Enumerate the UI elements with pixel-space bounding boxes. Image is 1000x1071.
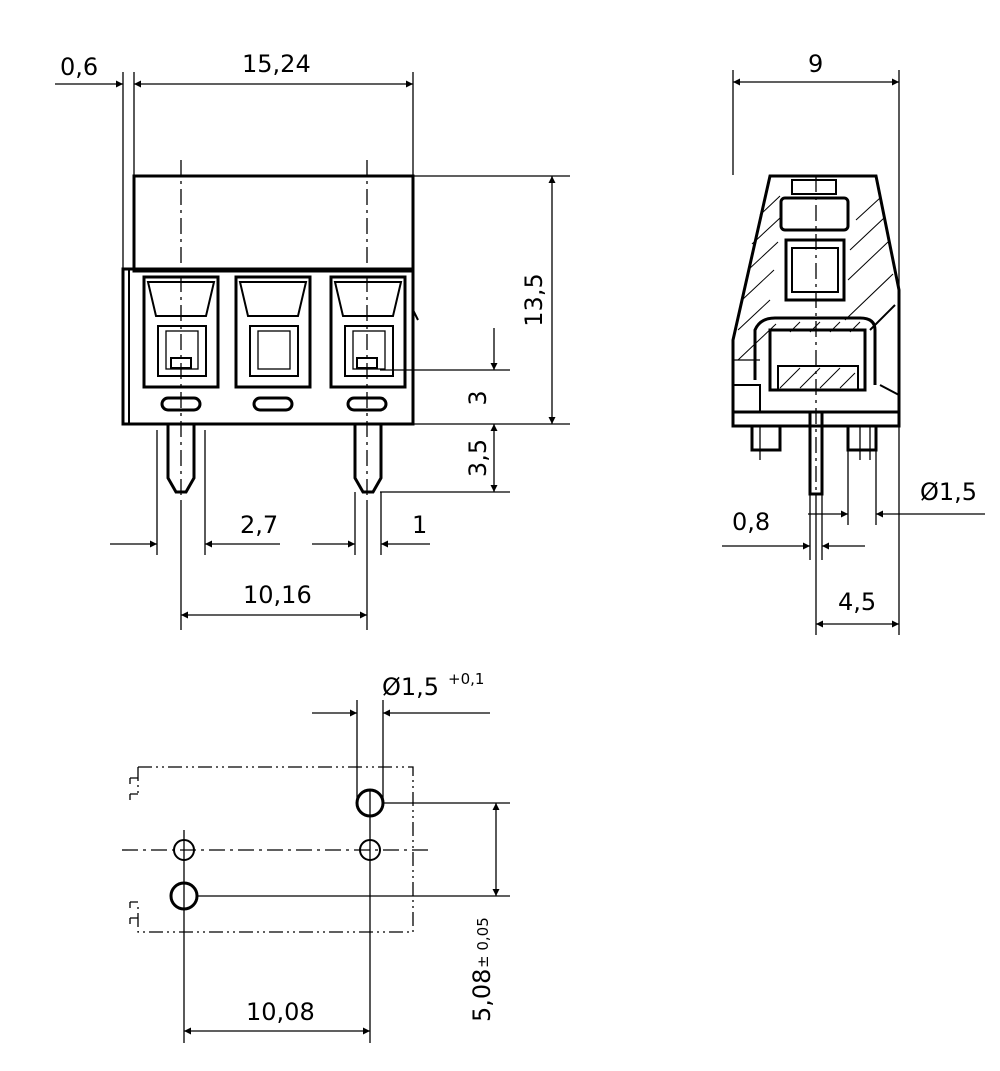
dim-pin-position-label: 4,5 (838, 588, 876, 616)
dim-row-pitch-label: 5,08 (468, 969, 496, 1022)
release-slot-2 (252, 396, 294, 412)
dim-pin-length-label: 3,5 (464, 439, 492, 477)
dim-offset-label: 0,6 (60, 53, 98, 81)
dim-row-tol-label: ± 0,05 (474, 917, 492, 968)
dim-pitch-label: 10,16 (243, 581, 312, 609)
dim-width-label: 15,24 (242, 50, 311, 78)
dim-pin-width-label: 2,7 (240, 511, 278, 539)
dim-depth-label: 9 (808, 50, 823, 78)
dim-hole-dia-label: Ø1,5 (382, 673, 439, 701)
front-upper-body (132, 174, 415, 273)
front-lower-body (121, 267, 415, 426)
front-pin-2 (353, 424, 383, 494)
front-view: 0,6 15,24 13,5 3 3,5 2,7 1 10,16 (55, 50, 570, 630)
dim-hole-tol-label: +0,1 (448, 670, 484, 688)
dim-footprint-pitch-label: 10,08 (246, 998, 315, 1026)
dim-height-label: 13,5 (520, 273, 548, 326)
dim-pin-offset-label: 3 (464, 390, 492, 405)
dim-side-pin-thickness-label: 0,8 (732, 508, 770, 536)
clamp-opening-2 (234, 275, 312, 389)
side-view: 9 Ø1,5 0,8 4,5 (722, 50, 985, 635)
dim-pin-dia-label: Ø1,5 (920, 478, 977, 506)
side-actuator (779, 196, 850, 232)
footprint-outline (137, 766, 414, 933)
dim-pin-thickness-label: 1 (412, 511, 427, 539)
footprint-view: Ø1,5 +0,1 5,08 ± 0,05 10,08 (122, 670, 510, 1043)
